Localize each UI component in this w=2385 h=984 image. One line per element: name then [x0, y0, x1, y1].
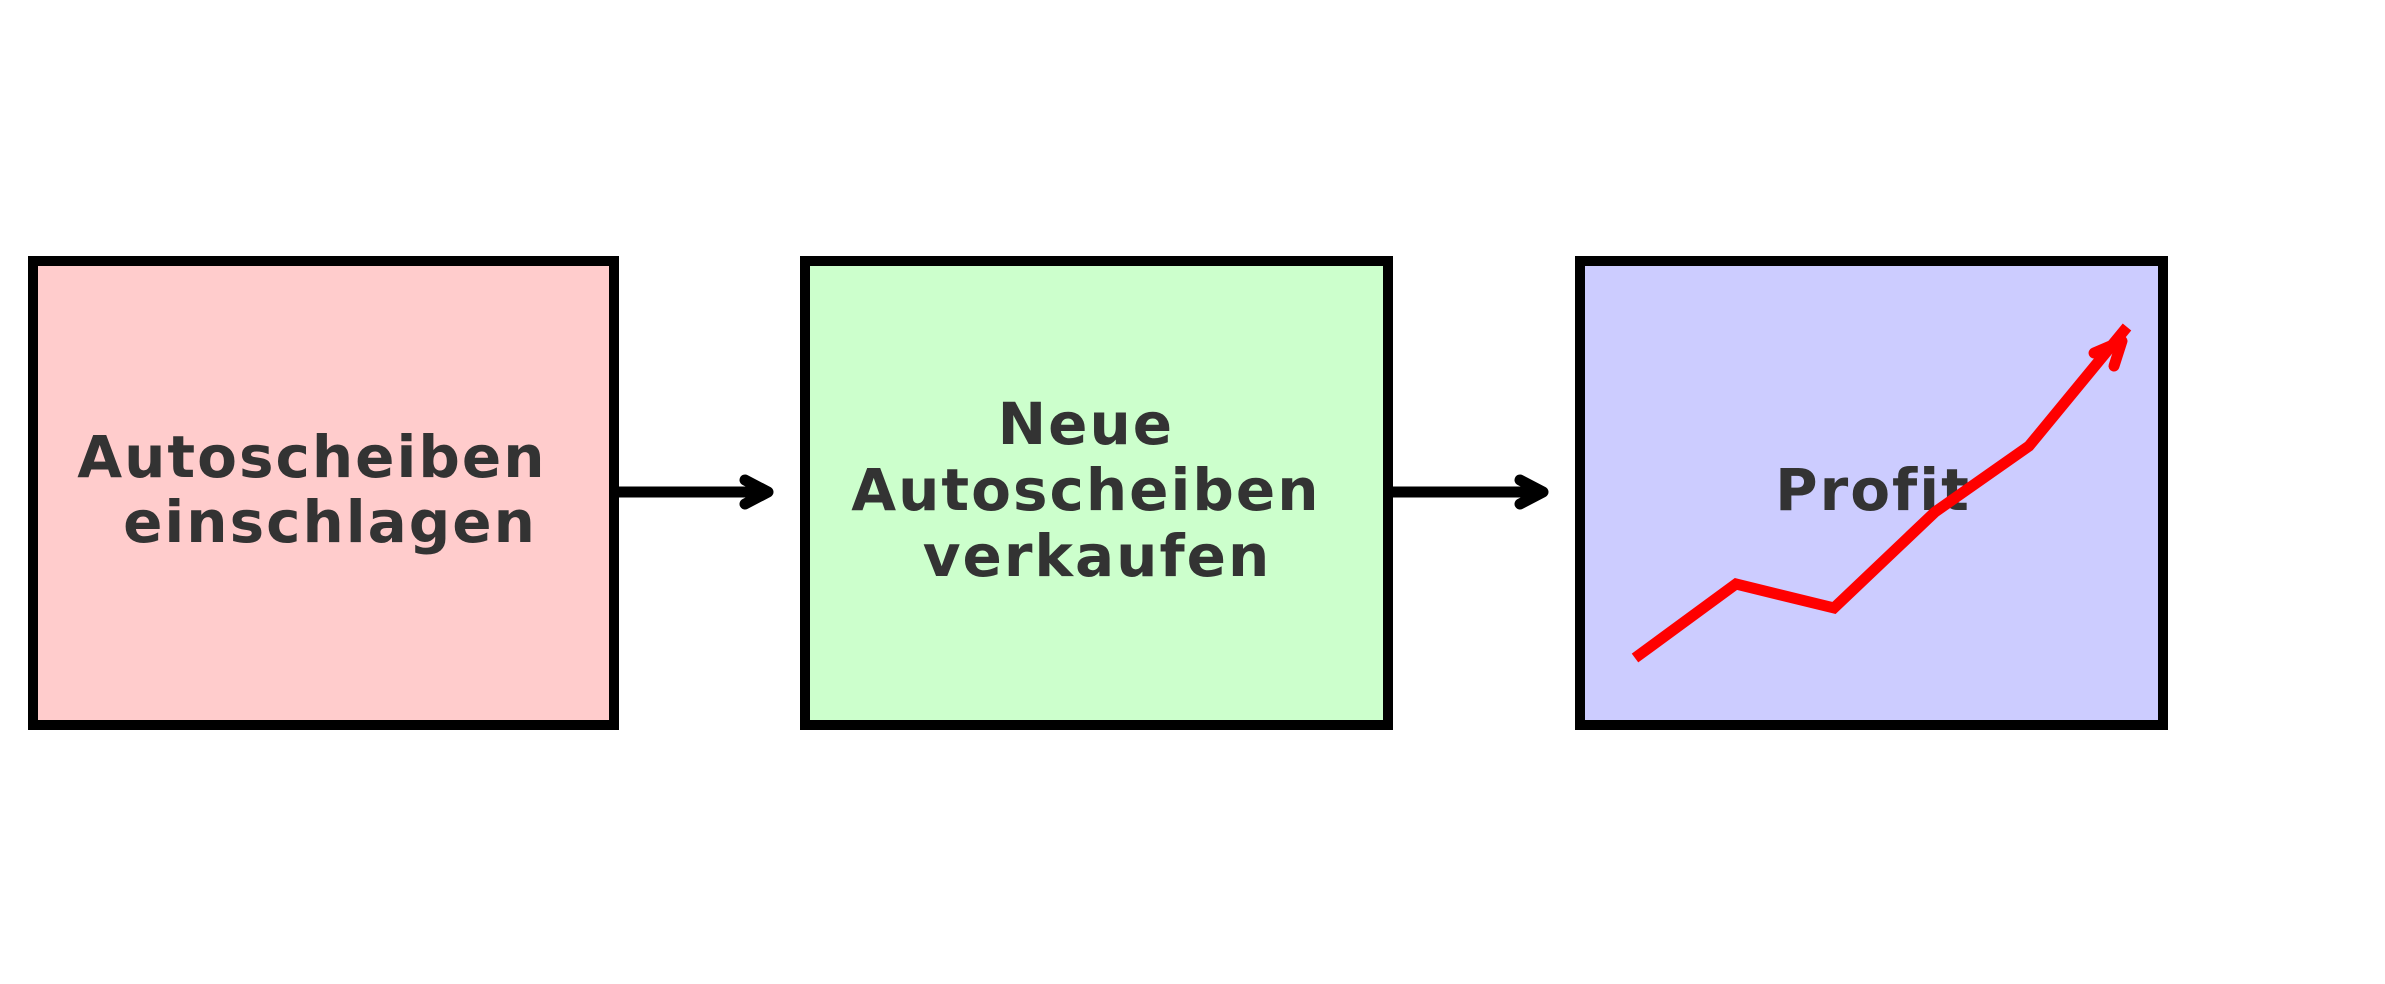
step-box-1-line-1: Autoscheiben — [77, 423, 546, 491]
step-box-1-label: Autoscheiben einschlagen — [77, 423, 569, 556]
arrow-right-icon — [1384, 474, 1549, 510]
arrow-2-head — [1514, 474, 1549, 510]
step-box-1-frame — [28, 256, 619, 730]
trend-line — [1631, 323, 2132, 663]
step-box-2-frame — [800, 256, 1393, 730]
step-box-2-line-1: Neue — [998, 390, 1175, 458]
step-box-2-line-2: Autoscheiben — [851, 456, 1320, 524]
step-box-2: Neue Autoscheiben verkaufen — [800, 256, 1393, 730]
trend-arrowhead — [2088, 335, 2128, 372]
arrow-right-icon — [610, 474, 774, 510]
trend-up-icon — [1631, 323, 2132, 663]
step-box-2-label: Neue Autoscheiben verkaufen — [851, 390, 1343, 590]
arrow-1-head — [739, 474, 774, 510]
step-box-1: Autoscheiben einschlagen — [28, 256, 619, 730]
step-box-2-line-3: verkaufen — [923, 522, 1272, 590]
step-box-1-line-2: einschlagen — [123, 488, 537, 556]
step-box-3-frame — [1575, 256, 2168, 730]
step-box-3: Profit — [1575, 256, 2168, 730]
